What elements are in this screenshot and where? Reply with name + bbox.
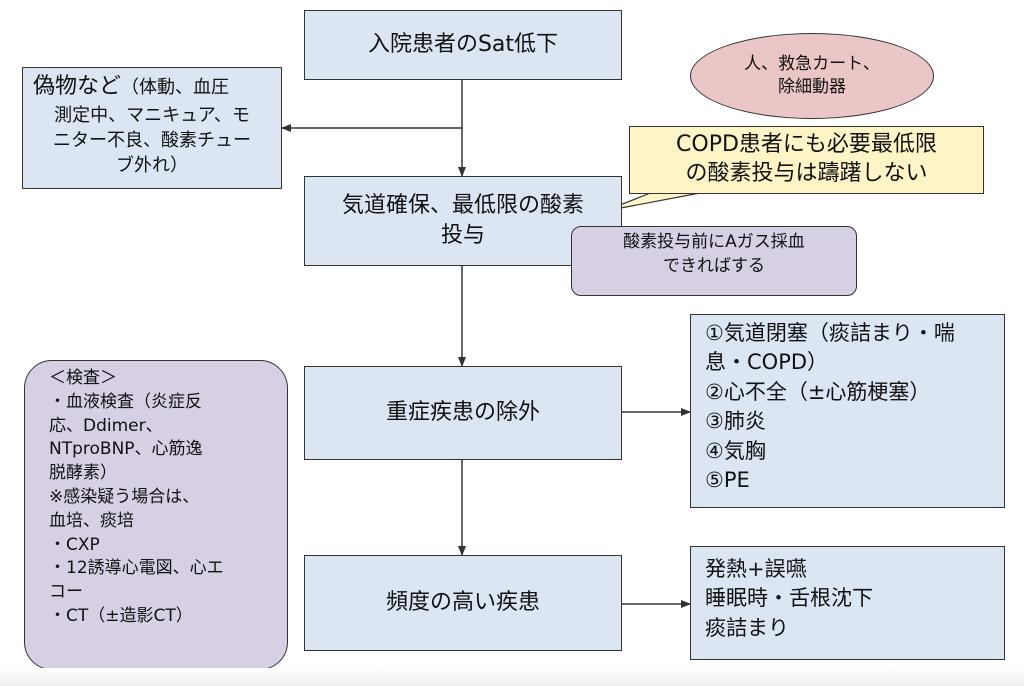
serious-disease-line-5: ⑤PE: [705, 467, 750, 492]
exam-line-8: ・12誘導心電図、心エ: [49, 558, 224, 579]
mimics-title: 偽物など: [33, 74, 122, 99]
copd-callout: COPD患者にも必要最低限 の酸素投与は躊躇しない: [629, 126, 984, 194]
mimics-box: 偽物など（体動、血圧 測定中、マニキュア、モ ニター不良、酸素チュー ブ外れ）: [22, 67, 282, 189]
exam-line-4: 脱酵素）: [49, 463, 117, 484]
exam-line-3: NTproBNP、心筋逸: [49, 439, 203, 460]
flow-step-common-diseases-text: 頻度の高い疾患: [385, 590, 540, 616]
mimics-line-3: ブ外れ）: [116, 155, 188, 177]
exam-line-2: 応、Ddimer、: [49, 415, 163, 436]
exam-line-5: ※感染疑う場合は、: [49, 486, 200, 507]
resources-ellipse: 人、救急カート、 除細動器: [690, 33, 934, 119]
copd-callout-line-0: COPD患者にも必要最低限: [676, 132, 937, 157]
abg-callout: 酸素投与前にAガス採血 できればする: [571, 226, 857, 296]
flow-step-airway-line2: 投与: [440, 223, 485, 248]
resources-line-0: 人、救急カート、: [744, 54, 880, 75]
abg-callout-line-0: 酸素投与前にAガス採血: [623, 232, 805, 252]
serious-disease-line-3: ③肺炎: [705, 409, 766, 434]
resources-line-1: 除細動器: [778, 77, 846, 97]
serious-disease-line-0: ①気道閉塞（痰詰まり・喘: [705, 321, 955, 345]
exam-line-1: ・血液検査（炎症反: [49, 391, 202, 412]
flow-step-airway-oxygen: 気道確保、最低限の酸素 投与: [304, 176, 622, 266]
mimics-line-1: 測定中、マニキュア、モ: [54, 104, 250, 126]
bottom-fade: [0, 668, 1024, 686]
mimics-line-2: ニター不良、酸素チュー: [53, 129, 251, 151]
serious-disease-line-2: ②心不全（±心筋梗塞）: [705, 379, 931, 404]
copd-callout-line-1: の酸素投与は躊躇しない: [685, 160, 928, 186]
mimics-line-0: （体動、血圧: [121, 77, 230, 98]
serious-disease-line-4: ④気胸: [705, 438, 766, 463]
common-disease-line-1: 睡眠時・舌根沈下: [705, 586, 873, 611]
common-diseases-box: 発熱+誤嚥 睡眠時・舌根沈下 痰詰まり: [690, 546, 1005, 660]
exam-line-9: コー: [49, 582, 83, 603]
common-disease-line-0: 発熱+誤嚥: [705, 557, 807, 581]
common-disease-line-2: 痰詰まり: [705, 615, 789, 640]
abg-callout-line-1: できればする: [663, 255, 765, 276]
flow-step-sat-drop: 入院患者のSat低下: [304, 10, 622, 80]
flow-step-common-diseases: 頻度の高い疾患: [304, 555, 622, 651]
serious-disease-line-1: 息・COPD）: [705, 350, 829, 375]
flow-step-airway-line1: 気道確保、最低限の酸素: [341, 193, 584, 219]
flow-step-sat-drop-text: 入院患者のSat低下: [367, 32, 559, 58]
flow-step-exclude-serious-text: 重症疾患の除外: [385, 400, 540, 426]
exams-box: ＜検査＞ ・血液検査（炎症反 応、Ddimer、 NTproBNP、心筋逸 脱酵…: [24, 360, 288, 670]
exam-line-0: ＜検査＞: [49, 368, 117, 388]
serious-diseases-box: ①気道閉塞（痰詰まり・喘 息・COPD） ②心不全（±心筋梗塞） ③肺炎 ④気胸…: [690, 314, 1005, 508]
flow-step-exclude-serious: 重症疾患の除外: [304, 366, 622, 460]
exam-line-10: ・CT（±造影CT）: [49, 605, 193, 626]
exam-line-6: 血培、痰培: [49, 510, 134, 531]
exam-line-7: ・CXP: [49, 534, 100, 555]
